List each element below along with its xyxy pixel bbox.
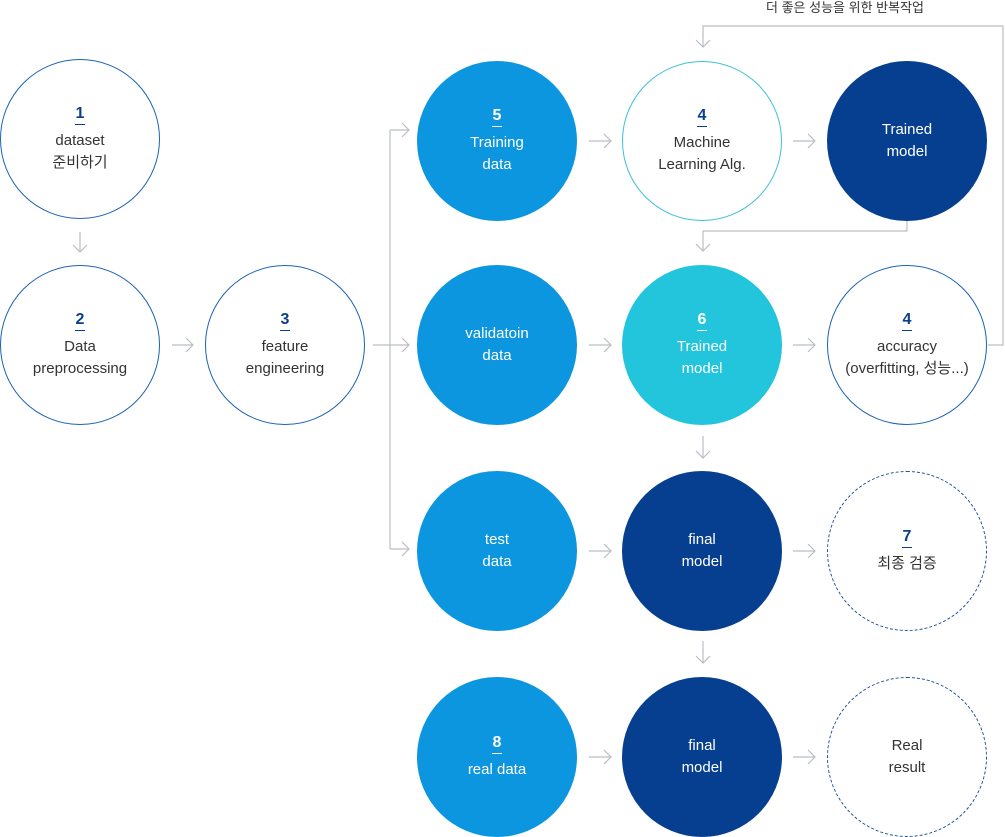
node-label: final [688, 531, 716, 548]
step-number: 6 [696, 311, 708, 331]
node-feature-engineering: 3 feature engineering [205, 265, 365, 425]
node-label: feature [261, 337, 309, 355]
node-real-result: Real result [827, 677, 987, 837]
node-data-preprocessing: 2 Data preprocessing [0, 265, 160, 425]
node-label-line2: model [886, 143, 928, 160]
node-label: real data [467, 760, 527, 778]
node-label: Training [470, 133, 524, 151]
node-label-line2: model [681, 759, 723, 776]
node-final-model-1: final model [622, 471, 782, 631]
node-real-data: 8 real data [417, 677, 577, 837]
step-number: 4 [901, 311, 913, 331]
node-label: accuracy [876, 337, 938, 355]
step-number: 7 [901, 528, 913, 548]
node-label-line2: preprocessing [32, 359, 128, 377]
node-label-line2: model [681, 553, 723, 570]
step-number: 1 [74, 105, 86, 125]
node-label: 최종 검증 [877, 554, 937, 572]
step-number: 4 [696, 107, 708, 127]
node-label-line2: model [681, 359, 723, 377]
node-label: test [484, 531, 510, 548]
node-label: validatoin [465, 325, 529, 342]
step-number: 5 [491, 107, 503, 127]
node-training-data: 5 Training data [417, 61, 577, 221]
node-label: Real [891, 737, 923, 754]
step-number: 8 [491, 734, 503, 754]
node-label-line2: Learning Alg. [658, 155, 746, 173]
node-label: dataset [55, 131, 105, 149]
node-ml-algorithm: 4 Machine Learning Alg. [622, 61, 782, 221]
node-trained-model-mid: 6 Trained model [622, 265, 782, 425]
iteration-loop-label: 더 좋은 성능을 위한 반복작업 [766, 0, 924, 15]
node-final-model-2: final model [622, 677, 782, 837]
node-label-line2: (overfitting, 성능...) [845, 359, 969, 377]
node-label: Machine [673, 133, 731, 151]
node-label-line2: engineering [245, 359, 325, 377]
node-label-line2: data [482, 155, 512, 173]
step-number: 2 [74, 311, 86, 331]
node-final-check: 7 최종 검증 [827, 471, 987, 631]
node-label: Trained [676, 337, 728, 355]
node-label: final [688, 737, 716, 754]
step-number: 3 [279, 311, 291, 331]
node-label: Trained [881, 121, 933, 138]
node-accuracy: 4 accuracy (overfitting, 성능...) [827, 265, 987, 425]
node-validation-data: validatoin data [417, 265, 577, 425]
node-label: Data [64, 337, 96, 355]
node-label-line2: data [482, 553, 512, 570]
node-trained-model-top: Trained model [827, 61, 987, 221]
node-dataset: 1 dataset 준비하기 [0, 59, 160, 219]
node-label-line2: 준비하기 [52, 153, 108, 171]
node-label-line2: data [482, 347, 512, 364]
node-label-line2: result [888, 759, 926, 776]
node-test-data: test data [417, 471, 577, 631]
